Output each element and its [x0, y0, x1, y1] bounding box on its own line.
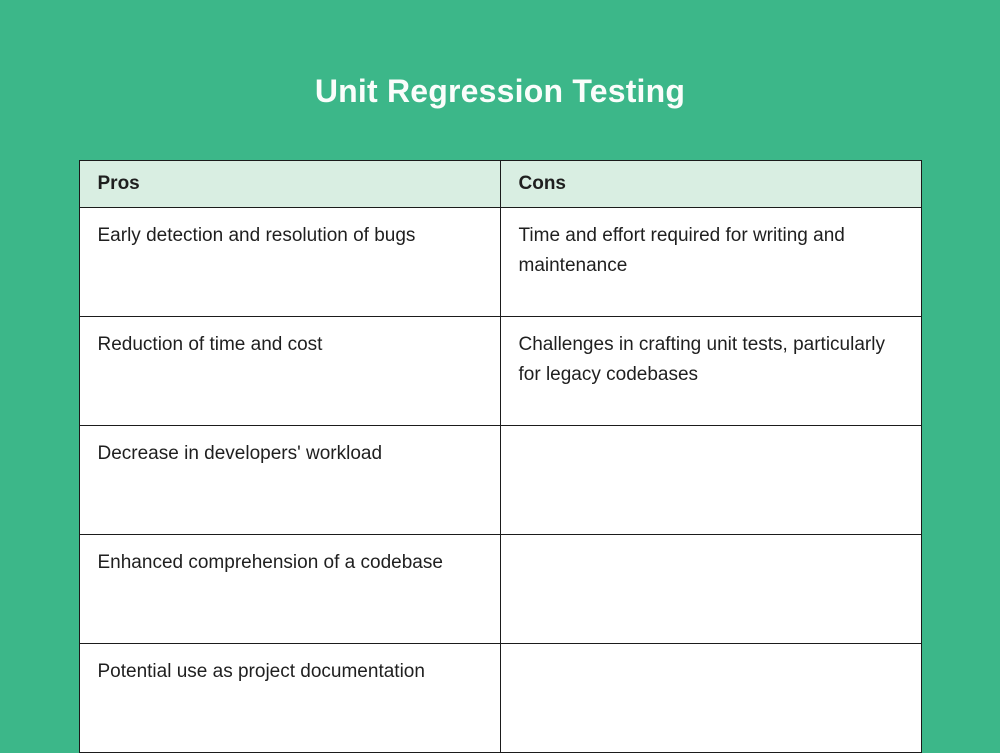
table-row: Potential use as project documentation [78, 643, 922, 753]
table-body: Early detection and resolution of bugs T… [78, 207, 922, 753]
cons-cell [499, 643, 922, 753]
table-row: Enhanced comprehension of a codebase [78, 534, 922, 644]
pros-cell: Early detection and resolution of bugs [78, 207, 501, 317]
pros-cons-table: Pros Cons Early detection and resolution… [78, 160, 922, 753]
page-title: Unit Regression Testing [314, 73, 686, 109]
pros-cell: Decrease in developers' workload [78, 425, 501, 535]
cons-cell [499, 425, 922, 535]
cons-cell: Time and effort required for writing and… [499, 207, 922, 317]
table-row: Early detection and resolution of bugs T… [78, 207, 922, 317]
table-row: Decrease in developers' workload [78, 425, 922, 535]
cons-cell [499, 534, 922, 644]
header-row: Pros Cons [78, 160, 922, 208]
pros-column-header: Pros [78, 160, 501, 208]
cons-cell: Challenges in crafting unit tests, parti… [499, 316, 922, 426]
table-header: Pros Cons [78, 160, 922, 208]
page-background: Unit Regression Testing Pros Cons Early … [78, 73, 922, 753]
pros-cell: Potential use as project documentation [78, 643, 501, 753]
pros-cell: Reduction of time and cost [78, 316, 501, 426]
pros-cell: Enhanced comprehension of a codebase [78, 534, 501, 644]
cons-column-header: Cons [499, 160, 922, 208]
table-row: Reduction of time and cost Challenges in… [78, 316, 922, 426]
